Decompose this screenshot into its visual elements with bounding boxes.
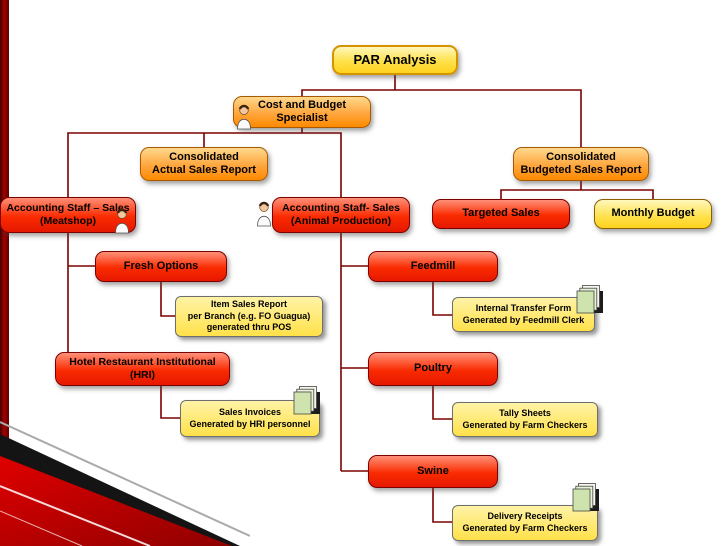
node-par-analysis: PAR Analysis [332, 45, 458, 75]
left-accent-bar [0, 0, 9, 546]
document-stack-icon [572, 483, 599, 512]
person-icon [237, 104, 251, 130]
node-swine: Swine [368, 455, 498, 488]
node-consolidated-budgeted-sales-report: Consolidated Budgeted Sales Report [513, 147, 649, 181]
node-tally-sheets: Tally Sheets Generated by Farm Checkers [452, 402, 598, 437]
person-icon [257, 201, 271, 227]
person-icon [115, 208, 129, 234]
node-poultry: Poultry [368, 352, 498, 386]
node-accounting-staff-animal-production: Accounting Staff- Sales (Animal Producti… [272, 197, 410, 233]
node-item-sales-report: Item Sales Report per Branch (e.g. FO Gu… [175, 296, 323, 337]
node-targeted-sales: Targeted Sales [432, 199, 570, 229]
node-fresh-options: Fresh Options [95, 251, 227, 282]
document-stack-icon [576, 285, 603, 314]
node-hotel-restaurant-institutional: Hotel Restaurant Institutional (HRI) [55, 352, 230, 386]
node-cost-budget-specialist: Cost and Budget Specialist [233, 96, 371, 128]
node-monthly-budget: Monthly Budget [594, 199, 712, 229]
node-internal-transfer-form: Internal Transfer Form Generated by Feed… [452, 297, 595, 332]
node-feedmill: Feedmill [368, 251, 498, 282]
node-consolidated-actual-sales-report: Consolidated Actual Sales Report [140, 147, 268, 181]
document-stack-icon [293, 386, 320, 415]
